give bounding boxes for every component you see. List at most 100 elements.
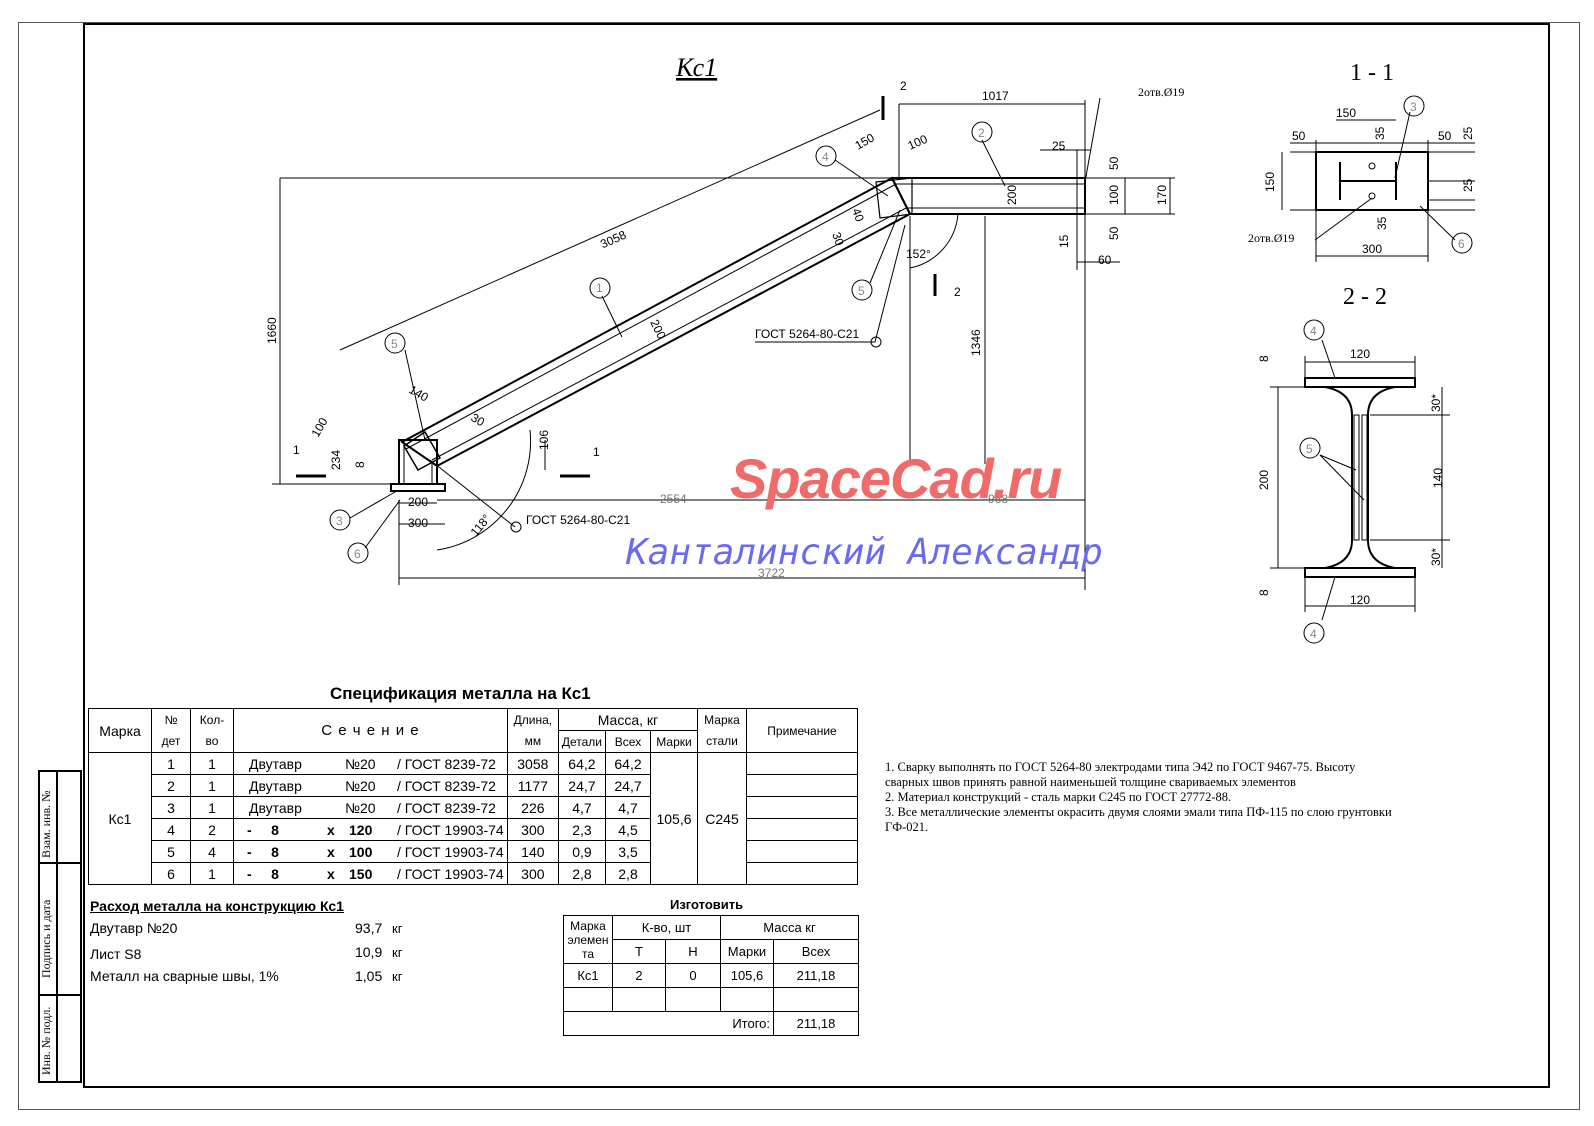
- dim-100-top: 100: [906, 132, 930, 153]
- cell-n: 6: [151, 862, 191, 885]
- h-steel2: стали: [697, 730, 747, 753]
- dim-30-top: 30: [829, 230, 847, 248]
- dim-968: 968: [988, 492, 1008, 506]
- cell-l: 226: [506, 796, 559, 819]
- consumption-row: Двутавр №20 93,7 кг: [90, 920, 403, 936]
- dim-140: 140: [407, 382, 432, 404]
- cell-ma: 3,5: [605, 840, 651, 863]
- dim-234: 234: [329, 450, 343, 470]
- section-mark-2b: 2: [954, 285, 961, 299]
- h-mark: Марка: [88, 708, 152, 753]
- sec1-25-top: 25: [1461, 126, 1475, 140]
- cell-l: 140: [506, 840, 559, 863]
- h-note: Примечание: [746, 708, 858, 753]
- note-line: 2. Материал конструкций - сталь марки С2…: [885, 790, 1232, 804]
- mk-h-mass: Масса кг: [720, 915, 859, 940]
- cell-l: 300: [506, 818, 559, 841]
- sec1-50-right: 50: [1438, 129, 1452, 143]
- cell-note: [746, 818, 858, 841]
- h-length: Длина,: [506, 708, 559, 731]
- mk-mark: Кс1: [563, 963, 613, 988]
- h-mass-mark: Марки: [650, 730, 698, 753]
- mk-mass-mark: 105,6: [720, 963, 774, 988]
- cell-md: 0,9: [557, 840, 607, 863]
- cell-l: 1177: [506, 774, 559, 797]
- sec2-30-top: 30*: [1429, 394, 1443, 412]
- dim-40: 40: [849, 206, 867, 224]
- h-num2: дет: [151, 730, 191, 753]
- callout-5: 5: [858, 284, 865, 298]
- beam-horizontal: [890, 177, 1086, 215]
- section-2-2: [1270, 319, 1450, 644]
- consumption-title: Расход металла на конструкцию Кс1: [90, 898, 344, 914]
- cell-md: 2,3: [557, 818, 607, 841]
- watermark-site: SpaceCad.ru: [730, 447, 1062, 510]
- dim-25: 25: [1052, 139, 1066, 153]
- callout-4-bot: 4: [1310, 627, 1317, 641]
- note-line: сварных швов принять равной наименьшей т…: [885, 775, 1296, 789]
- dim-1346: 1346: [969, 329, 983, 356]
- sec2-8-bot: 8: [1257, 589, 1271, 596]
- dim-200-beam: 200: [647, 317, 669, 341]
- sec1-35-top: 35: [1373, 126, 1387, 140]
- mk-h-n: Н: [665, 939, 721, 964]
- dim-300-base: 300: [408, 516, 428, 530]
- watermark-author: Канталинский Александр: [626, 532, 1103, 573]
- mk-empty: [665, 987, 721, 1012]
- callout-4: 4: [822, 150, 829, 164]
- sec2-120-bot: 120: [1350, 593, 1370, 607]
- cell-q: 1: [190, 752, 234, 775]
- h-section: С е ч е н и е: [233, 708, 508, 753]
- mk-t: 2: [612, 963, 666, 988]
- consumption-row: Лист S8 10,9 кг: [90, 944, 403, 962]
- note-line: 3. Все металлические элементы окрасить д…: [885, 805, 1392, 819]
- holes-label-1: 2отв.Ø19: [1138, 85, 1184, 99]
- section-2-title: 2 - 2: [1343, 284, 1387, 310]
- cell-n: 5: [151, 840, 191, 863]
- cell-ma: 64,2: [605, 752, 651, 775]
- cell-n: 3: [151, 796, 191, 819]
- dim-60: 60: [1098, 253, 1112, 267]
- cell-md: 2,8: [557, 862, 607, 885]
- mk-empty: [720, 987, 774, 1012]
- dim-200-base: 200: [408, 495, 428, 509]
- sec2-200: 200: [1257, 470, 1271, 490]
- dim-106: 106: [537, 430, 551, 450]
- mk-total: 211,18: [773, 1011, 859, 1036]
- h-steel: Марка: [697, 708, 747, 731]
- weld-callout-1: ГОСТ 5264-80-С21: [755, 327, 859, 341]
- drawing-title: Кс1: [675, 53, 717, 82]
- cell-ma: 4,5: [605, 818, 651, 841]
- mk-empty: [563, 987, 613, 1012]
- cell-n: 4: [151, 818, 191, 841]
- callout-5-sec: 5: [1306, 442, 1313, 456]
- sec2-120-top: 120: [1350, 347, 1370, 361]
- section-mark-1b: 1: [593, 445, 600, 459]
- spec-steel: С245: [697, 752, 747, 885]
- note-line: ГФ-021.: [885, 820, 929, 834]
- mk-empty: [612, 987, 666, 1012]
- cell-note: [746, 752, 858, 775]
- h-length2: мм: [506, 730, 559, 753]
- cell-md: 24,7: [557, 774, 607, 797]
- cell-q: 4: [190, 840, 234, 863]
- sec2-8-top: 8: [1257, 355, 1271, 362]
- sec2-30-bot: 30*: [1429, 548, 1443, 566]
- h-mass-all: Всех: [605, 730, 651, 753]
- callout-6: 6: [354, 547, 361, 561]
- table-row: Кс1 2 0 105,6 211,18: [563, 963, 859, 988]
- cell-md: 64,2: [557, 752, 607, 775]
- h-qty: Кол-: [190, 708, 234, 731]
- cell-md: 4,7: [557, 796, 607, 819]
- h-mass: Масса, кг: [557, 708, 699, 731]
- mk-empty: [773, 987, 859, 1012]
- cell-q: 1: [190, 796, 234, 819]
- spec-title: Спецификация металла на Кс1: [330, 684, 591, 703]
